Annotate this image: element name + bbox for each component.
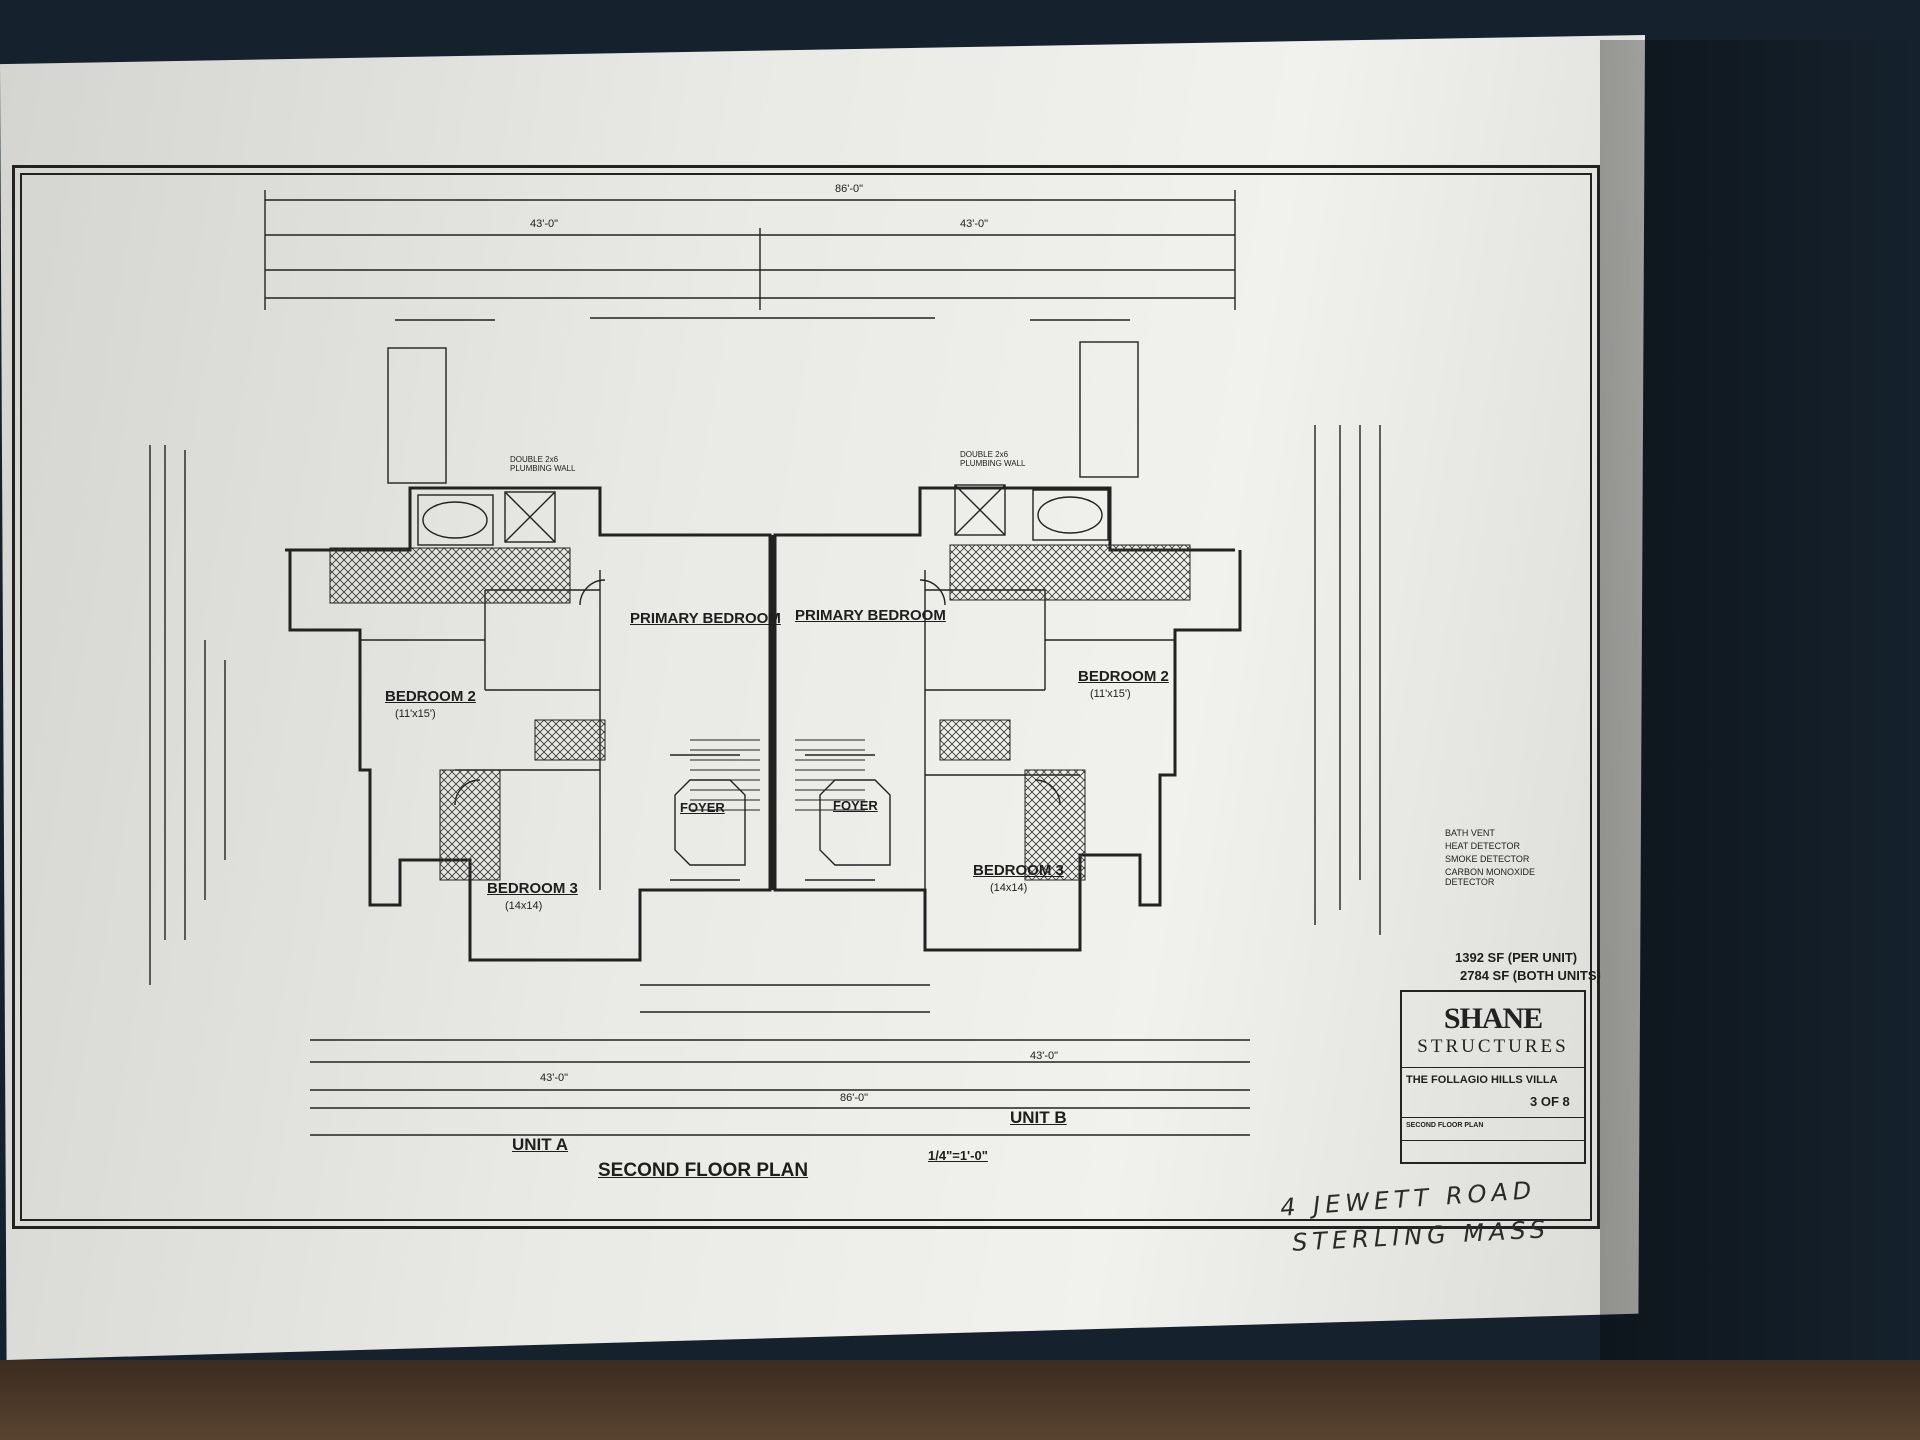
half-dimension-top-left: 43'-0" [530, 218, 559, 230]
legend-bath-vent: BATH VENT [1445, 828, 1495, 838]
company-logo-line2: STRUCTURES [1417, 1036, 1569, 1057]
table-surface [0, 1360, 1920, 1440]
drawing-title: SECOND FLOOR PLAN [598, 1160, 809, 1181]
project-name: THE FOLLAGIO HILLS VILLA [1406, 1074, 1558, 1086]
area-both-units: 2784 SF (BOTH UNITS) [1460, 968, 1601, 983]
half-dimension-top-right: 43'-0" [960, 218, 989, 230]
room-label-foyer-b: FOYER [833, 798, 878, 813]
half-dimension-bottom-right: 43'-0" [1030, 1050, 1059, 1062]
drawing-border [12, 165, 1600, 1229]
area-per-unit: 1392 SF (PER UNIT) [1455, 950, 1578, 965]
room-label-primary-bedroom-a: PRIMARY BEDROOM [630, 610, 781, 627]
note-plumbing-wall-a: DOUBLE 2x6 PLUMBING WALL [510, 455, 576, 473]
room-size-bedroom-2-a: (11'x15') [395, 708, 436, 720]
room-size-bedroom-2-b: (11'x15') [1090, 688, 1131, 700]
drawing-name: SECOND FLOOR PLAN [1406, 1122, 1484, 1129]
room-label-primary-bedroom-b: PRIMARY BEDROOM [795, 607, 946, 624]
unit-b-label: UNIT B [1010, 1108, 1067, 1127]
room-label-bedroom-2-b: BEDROOM 2 [1078, 668, 1169, 685]
overall-dimension-top: 86'-0" [835, 183, 864, 195]
sheet-number: 3 OF 8 [1530, 1094, 1570, 1109]
shadow [1600, 40, 1920, 1360]
room-label-bedroom-3-b: BEDROOM 3 [973, 862, 1064, 879]
drawing-scale: 1/4"=1'-0" [928, 1148, 988, 1163]
room-size-bedroom-3-a: (14x14) [505, 900, 543, 912]
legend-co-detector: CARBON MONOXIDE DETECTOR [1445, 867, 1536, 887]
overall-dimension-bottom: 86'-0" [840, 1092, 869, 1104]
paper-sheet [0, 35, 1645, 1360]
half-dimension-bottom-left: 43'-0" [540, 1072, 569, 1084]
company-logo-line1: SHANE [1443, 1002, 1543, 1035]
room-label-bedroom-3-a: BEDROOM 3 [487, 880, 578, 897]
room-label-foyer-a: FOYER [680, 800, 725, 815]
note-plumbing-wall-b: DOUBLE 2x6 PLUMBING WALL [960, 450, 1026, 468]
symbol-legend: BATH VENT HEAT DETECTOR SMOKE DETECTOR C… [1445, 828, 1575, 887]
legend-smoke-detector: SMOKE DETECTOR [1445, 854, 1530, 864]
title-block: SHANE STRUCTURES THE FOLLAGIO HILLS VILL… [1400, 990, 1586, 1164]
unit-a-label: UNIT A [512, 1135, 569, 1154]
room-size-bedroom-3-b: (14x14) [990, 882, 1028, 894]
room-label-bedroom-2-a: BEDROOM 2 [385, 688, 476, 705]
legend-heat-detector: HEAT DETECTOR [1445, 841, 1521, 851]
